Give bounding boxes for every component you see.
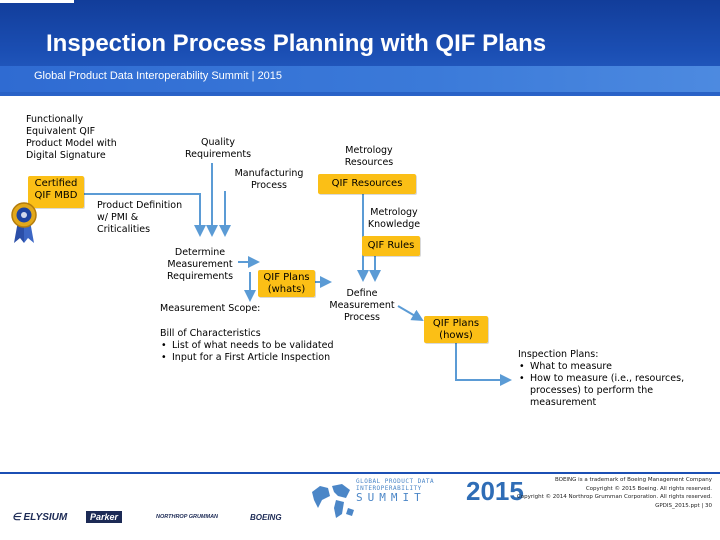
product-definition-text: Product Definition w/ PMI & Criticalitie… (97, 200, 183, 235)
footer-divider (0, 472, 720, 474)
northrop-grumman-logo: NORTHROP GRUMMAN (156, 514, 219, 520)
functional-qif-text: Functionally Equivalent QIF Product Mode… (26, 114, 117, 161)
elysium-logo: ∈ ELYSIUM (12, 512, 68, 523)
qif-plans-whats-box: QIF Plans (whats) (258, 270, 315, 297)
scope-item: List of what needs to be validated (160, 340, 360, 352)
metrology-knowledge-text: Metrology Knowledge (367, 207, 421, 230)
parker-logo: Parker (86, 511, 123, 523)
boeing-logo: BOEING (250, 513, 282, 522)
define-measurement-text: Define Measurement Process (329, 288, 395, 323)
summit-year: 2015 (466, 476, 524, 506)
subtitle-bar (0, 66, 720, 92)
manufacturing-process-text: Manufacturing Process (234, 168, 304, 191)
inspection-plans-title: Inspection Plans: (518, 349, 599, 360)
determine-measurement-text: Determine Measurement Requirements (166, 247, 234, 282)
qif-resources-box: QIF Resources (318, 174, 416, 194)
summit-wordmark: GLOBAL PRODUCT DATA INTEROPERABILITY SUM… (356, 478, 435, 504)
copyright-notice: BOEING is a trademark of Boeing Manageme… (516, 477, 712, 509)
scope-item: Input for a First Article Inspection (160, 352, 360, 364)
measurement-scope-title: Measurement Scope: (160, 303, 261, 314)
page-title: Inspection Process Planning with QIF Pla… (46, 30, 547, 57)
arrow-hows-to-inspection (455, 343, 512, 386)
arrow-mbd-to-determine (84, 193, 206, 237)
page-subtitle: Global Product Data Interoperability Sum… (34, 70, 283, 82)
inspection-item: What to measure (518, 361, 708, 373)
arrow-define-to-hows (397, 305, 424, 322)
inspection-item: How to measure (i.e., resources, process… (518, 373, 708, 409)
qif-rules-box: QIF Rules (362, 236, 420, 256)
world-map-icon (312, 484, 354, 518)
header-tab-accent (0, 0, 74, 3)
certified-qif-mbd-box: Certified QIF MBD (28, 176, 84, 208)
bill-of-characteristics-title: Bill of Characteristics (160, 328, 261, 339)
qif-plans-hows-box: QIF Plans (hows) (424, 316, 488, 343)
metrology-resources-text: Metrology Resources (344, 145, 394, 168)
bill-of-characteristics-block: Bill of Characteristics List of what nee… (160, 328, 360, 364)
inspection-plans-block: Inspection Plans: What to measure How to… (518, 349, 708, 409)
quality-requirements-text: Quality Requirements (184, 137, 252, 160)
certification-ribbon-icon (11, 202, 37, 243)
